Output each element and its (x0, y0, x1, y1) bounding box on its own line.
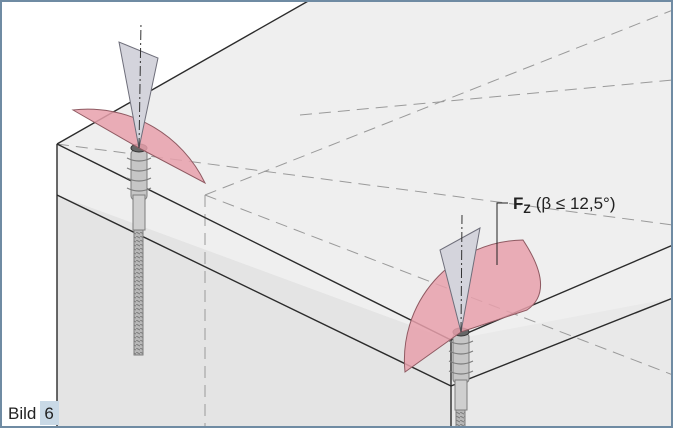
anchor-right-rod (455, 409, 466, 428)
caption-word: Bild (2, 401, 41, 425)
cone-right-sector (403, 239, 541, 373)
anchor-left-sleeve (130, 149, 148, 201)
anchor-left-spring (126, 157, 152, 192)
force-symbol: F (513, 194, 523, 213)
anchor-left-collar (132, 194, 146, 231)
anchor-right-collar (454, 379, 468, 411)
caption-number: 6 (40, 401, 59, 425)
block-front-face (57, 195, 451, 428)
block-right-face (450, 298, 673, 428)
force-condition: (β ≤ 12,5°) (536, 194, 616, 213)
cone-right-axis (460, 214, 463, 333)
block-edges (56, 0, 673, 428)
anchor-right (448, 327, 474, 428)
force-label: FZ (β ≤ 12,5°) (513, 194, 616, 216)
cone-right-inner (439, 227, 481, 333)
force-label-leader (496, 202, 508, 265)
anchor-left-rod (133, 229, 144, 356)
anchor-right-sleeve (452, 332, 470, 384)
cone-left-inner (118, 41, 159, 149)
block-top-face (57, 0, 673, 428)
anchor-right-spring (448, 340, 474, 375)
load-cone-right (403, 214, 541, 373)
load-cone-left (71, 21, 207, 185)
force-subscript: Z (523, 202, 530, 216)
cone-left-axis (138, 21, 142, 149)
figure-caption: Bild 6 (2, 401, 59, 425)
